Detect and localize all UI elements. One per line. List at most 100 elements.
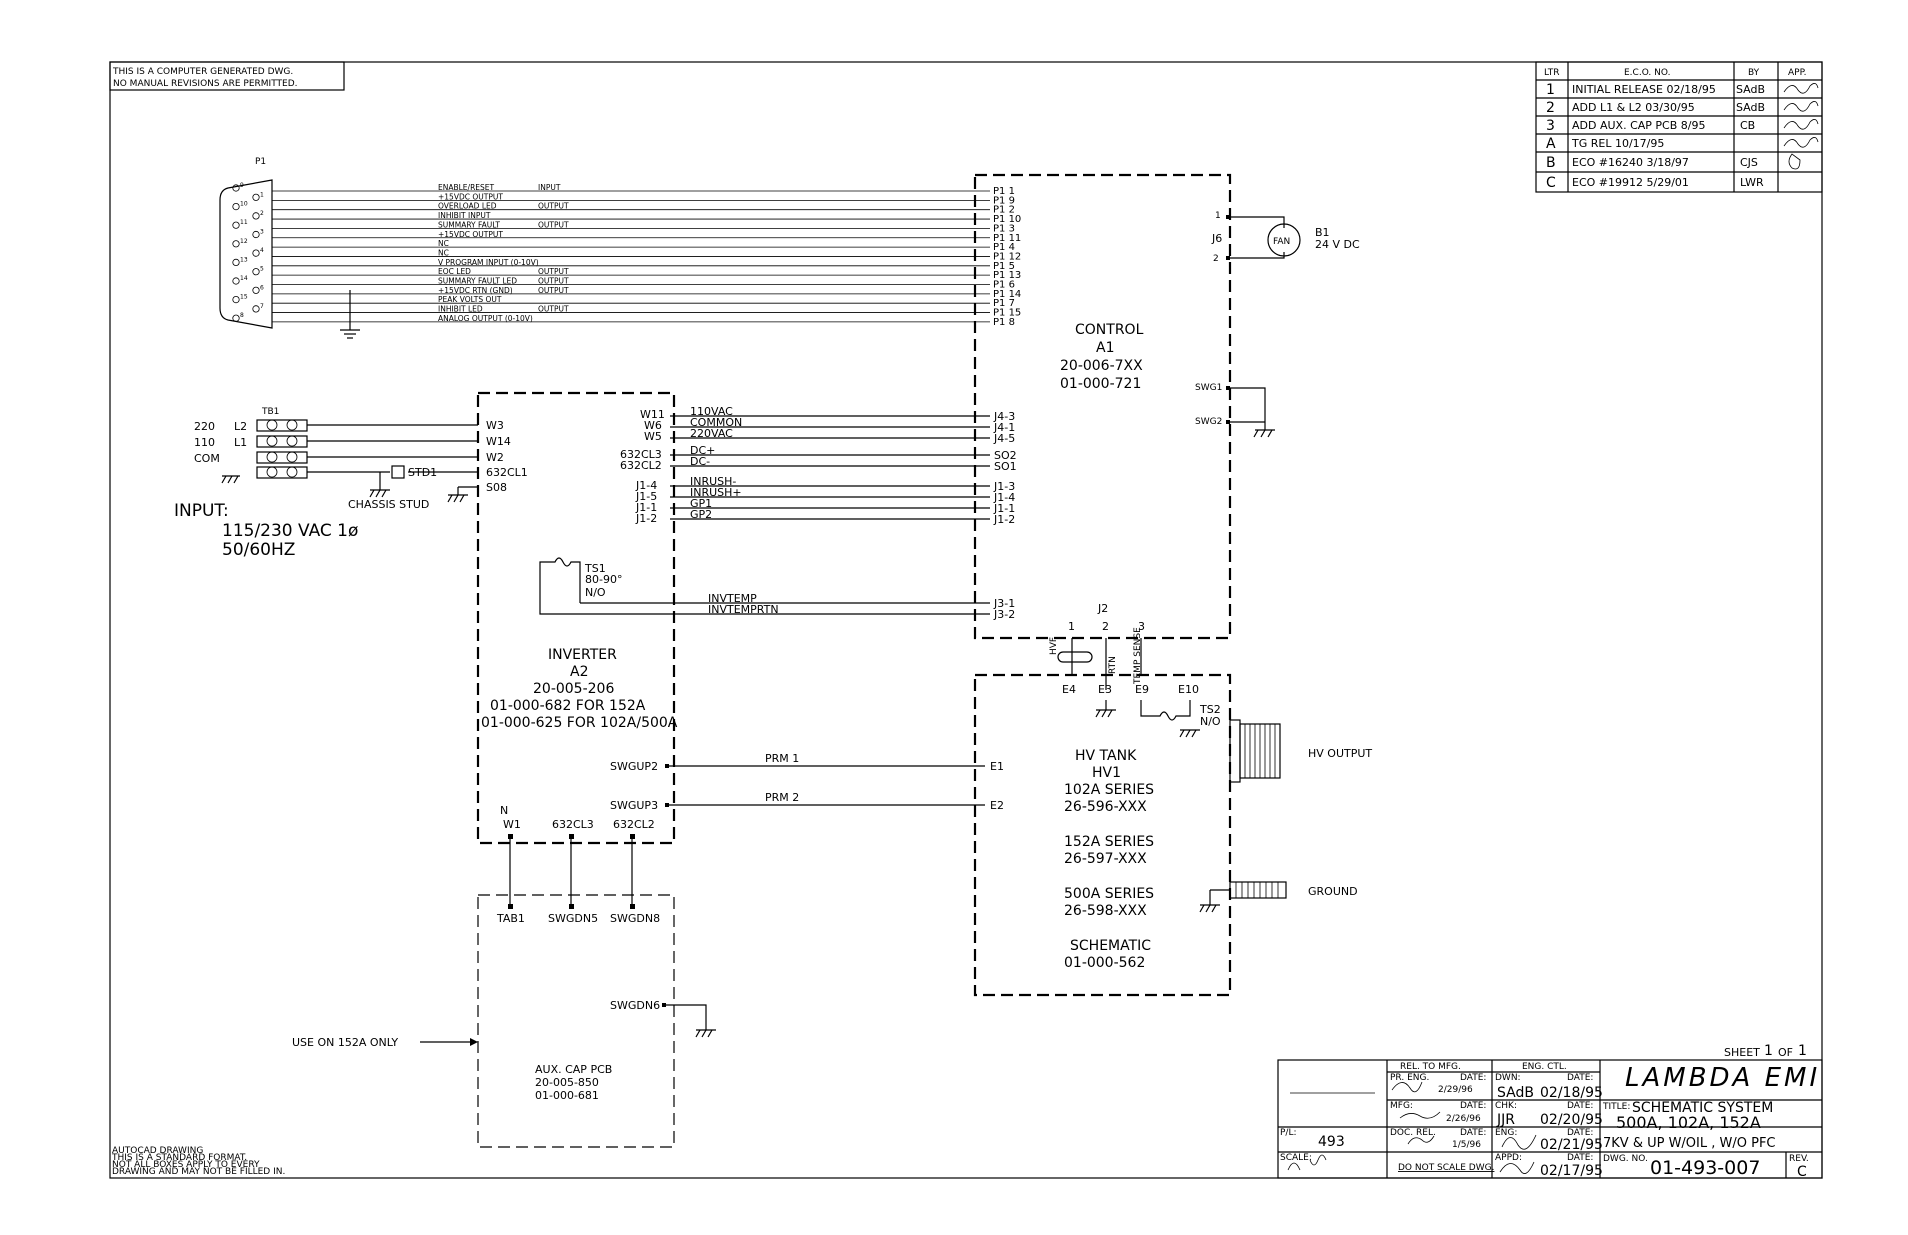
ctl-j1-3: J1-3 [993,480,1015,493]
title-block: SHEET 1 OF 1 REL. TO MFG. ENG. CTL. PR. … [1277,1043,1823,1180]
hvtank-schematic: SCHEMATIC [1070,938,1151,954]
label-prm2: PRM 2 [765,791,799,804]
p1-pin-label: P1 2 [993,205,1015,216]
p1-pin-label: P1 7 [993,298,1015,309]
p1-signal-name: INHIBIT INPUT [438,211,491,220]
p1-signal-type: OUTPUT [538,267,569,276]
pin-dot [569,904,574,909]
p1-pin-number: 2 [260,210,264,217]
p1-signal-type: OUTPUT [538,277,569,286]
wire-invtemprtn [539,603,990,615]
p1-pin [232,221,240,229]
std1-stud [391,465,405,479]
p1-pin [232,277,240,285]
inverter-pn1: 20-005-206 [533,681,614,697]
ts1-ref: TS1 [584,562,606,575]
tb1-line-l2: L2 [234,420,247,433]
hvtank-pn2: 26-597-XXX [1064,851,1147,867]
fan-rating: 24 V DC [1315,238,1360,251]
date-label: DATE: [1567,1101,1593,1111]
pin-dot [508,904,513,909]
pin-dot [508,834,513,839]
p1-pin-label: P1 14 [993,289,1021,300]
e1-label: E1 [990,760,1004,773]
sheet-border [109,61,1823,1179]
rev-header-by: BY [1748,68,1760,78]
inv-w1: W1 [503,818,521,831]
pr-eng-label: PR. ENG. [1390,1073,1429,1083]
sheet-total: 1 [1798,1043,1807,1059]
signature [1499,1161,1535,1174]
tb1-ref: TB1 [261,407,279,417]
approval-signature [1783,101,1819,112]
p1-signal-name: NC [438,248,449,257]
p1-signal-name: SUMMARY FAULT [438,220,500,229]
p1-signal-name: +15VDC RTN (GND) [438,286,513,295]
p1-signal-name: OVERLOAD LED [438,202,497,211]
p1-pin-label: P1 8 [993,317,1015,328]
p1-pin-number: 7 [260,303,264,310]
inv-pin-w14: W14 [486,435,511,448]
rev-eco: ADD L1 & L2 03/30/95 [1572,101,1695,114]
swg2-label: SWG2 [1195,417,1222,427]
p1-pin-label: P1 3 [993,223,1015,234]
swgup3-dot [665,803,669,807]
company-logo: LAMBDA EMI [1625,1063,1820,1093]
aux-tab1: TAB1 [496,912,525,925]
signature [1391,1081,1423,1093]
p1-pin-label: P1 1 [993,186,1015,197]
fan-ref: B1 [1315,226,1330,239]
rev-eco: TG REL 10/17/95 [1571,137,1664,150]
rev-label: REV. [1789,1154,1809,1164]
swg1-label: SWG1 [1195,383,1222,393]
j4-3: J4-3 [993,410,1015,423]
approval-signature [1783,83,1819,94]
tb1-volt-220: 220 [194,420,215,433]
ground-symbol [340,329,360,339]
p1-signal-type: OUTPUT [538,220,569,229]
e10-label: E10 [1178,683,1199,696]
eng-ctl: ENG. CTL. [1522,1062,1567,1072]
rev-eco: ADD AUX. CAP PCB 8/95 [1572,119,1705,132]
p1-signal-name: SUMMARY FAULT LED [438,277,517,286]
inv-pin-632cl1: 632CL1 [486,466,528,479]
p1-pin [232,314,240,322]
rev-by: CB [1740,119,1755,132]
j6-pin1-dot [1226,215,1230,219]
input-label: INPUT: [174,501,229,521]
j6-pin2-dot [1226,256,1230,260]
inv-w6: W6 [644,419,662,432]
aux-cap-pcb-box [477,894,675,1148]
dwn-value: SAdB [1497,1085,1534,1101]
e9-label: E9 [1135,683,1149,696]
approval-signature [1783,119,1819,130]
scale-mark [1287,1154,1327,1171]
inv-w11: W11 [640,408,665,421]
eng-date: 02/21/95 [1540,1137,1603,1153]
pr-eng-date: 2/29/96 [1438,1085,1473,1095]
label-inrush-plus: INRUSH+ [690,486,742,499]
p1-pin [232,203,240,211]
std1-label: STD1 [408,466,437,479]
hvtank-series2: 152A SERIES [1064,834,1154,850]
e4-label: E4 [1062,683,1076,696]
rev-ltr: 3 [1546,118,1555,134]
aux-pn2: 01-000-681 [535,1089,599,1102]
hvtank-schematic-pn: 01-000-562 [1064,955,1145,971]
control-pn1: 20-006-7XX [1060,358,1143,374]
mfg-date: 2/26/96 [1446,1114,1481,1124]
p1-pin-number: 15 [240,294,248,301]
pin-dot [630,834,635,839]
inv-pin-s08: S08 [486,481,507,494]
label-invtemp: INVTEMP [708,592,757,605]
do-not-scale: DO NOT SCALE DWG. [1398,1163,1494,1173]
signature [1501,1134,1537,1150]
autocad-note-3: NOT ALL BOXES APPLY TO EVERY [112,1160,260,1170]
p1-pin-label: P1 12 [993,251,1021,262]
p1-pin-number: 8 [240,312,244,319]
p1-pin-number: 1 [260,191,264,198]
control-a1-box [973,173,1232,640]
